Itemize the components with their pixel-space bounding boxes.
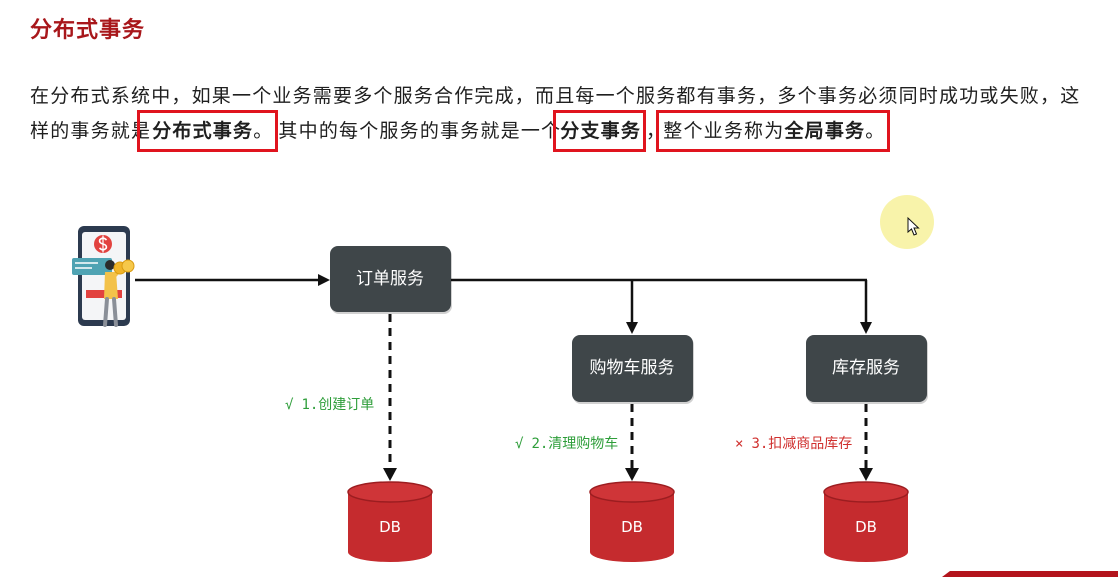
step-3-cross-icon: × <box>735 436 743 452</box>
step-3-text: 3.扣减商品库存 <box>751 436 852 452</box>
database-cylinder-body <box>590 492 674 562</box>
slide-footer-accent <box>942 571 1118 577</box>
service-stock-label: 库存服务 <box>832 358 900 378</box>
payment-button-bar <box>86 290 122 298</box>
client-payment-icon <box>72 226 135 327</box>
arrowhead <box>626 322 638 334</box>
paragraph-line-1: 在分布式系统中，如果一个业务需要多个服务合作完成，而且每一个服务都有事务，多个事… <box>30 85 1081 107</box>
service-box <box>806 335 927 402</box>
service-cart: 购物车服务 <box>572 335 694 404</box>
cursor-highlight <box>880 195 934 249</box>
database-cylinder-top <box>589 481 675 503</box>
arrowhead <box>383 468 397 481</box>
person-head <box>105 260 115 270</box>
paragraph-text: 样的事务就是 <box>30 120 152 142</box>
paragraph-punctuation: 。 <box>253 120 274 142</box>
slide-title: 分布式事务 <box>30 18 146 43</box>
highlight-box-branch-transaction: 分支事务 <box>553 110 647 152</box>
gold-coin-icon <box>121 259 135 273</box>
arrowhead <box>625 468 639 481</box>
service-box <box>330 246 451 312</box>
database-order: DB <box>347 481 433 562</box>
highlight-box-distributed-transaction: 分布式事务。 <box>137 110 279 152</box>
term-branch-transaction: 分支事务 <box>560 120 642 142</box>
service-cart-label: 购物车服务 <box>590 358 675 378</box>
highlight-box-global-transaction: 整个业务称为全局事务。 <box>656 110 891 152</box>
database-cylinder-body <box>348 492 432 562</box>
step-2-text: 2.清理购物车 <box>531 435 618 452</box>
arrowhead <box>860 322 872 334</box>
database-stock-label: DB <box>855 518 877 536</box>
paragraph-text: 整个业务称为 <box>663 120 785 142</box>
paragraph-punctuation: ， <box>646 120 667 142</box>
mouse-pointer-icon <box>907 216 920 236</box>
database-cylinder-body <box>824 492 908 562</box>
step-3-label: × 3.扣减商品库存 <box>735 436 852 452</box>
request-flow-arrows <box>135 274 872 334</box>
database-cart-label: DB <box>621 518 643 536</box>
step-2-check-icon: √ <box>515 436 524 452</box>
db-write-arrows <box>383 314 873 481</box>
database-cylinder-top <box>347 481 433 503</box>
database-cart: DB <box>589 481 675 562</box>
database-stock: DB <box>823 481 909 562</box>
step-1-label: √ 1.创建订单 <box>285 397 374 413</box>
cursor-highlight-circle <box>880 195 934 249</box>
service-stock: 库存服务 <box>806 335 928 404</box>
step-1-check-icon: √ <box>285 397 294 413</box>
database-cylinder-top <box>823 481 909 503</box>
term-global-transaction: 全局事务 <box>784 120 866 142</box>
service-order: 订单服务 <box>330 246 452 314</box>
paragraph-text: 其中的每个服务的事务就是一个 <box>278 120 562 142</box>
service-box <box>572 335 693 402</box>
step-1-text: 1.创建订单 <box>301 397 374 413</box>
database-order-label: DB <box>379 518 401 536</box>
service-order-label: 订单服务 <box>356 269 424 289</box>
arrowhead <box>318 274 330 286</box>
arrowhead <box>859 468 873 481</box>
paragraph-punctuation: 。 <box>865 120 886 142</box>
person-leg <box>103 297 109 327</box>
step-2-label: √ 2.清理购物车 <box>515 435 618 452</box>
term-distributed-transaction: 分布式事务 <box>152 120 254 142</box>
person-body <box>104 272 118 299</box>
paragraph-line-2: 样的事务就是分布式事务。其中的每个服务的事务就是一个分支事务，整个业务称为全局事… <box>30 110 891 152</box>
person-leg <box>112 297 118 327</box>
